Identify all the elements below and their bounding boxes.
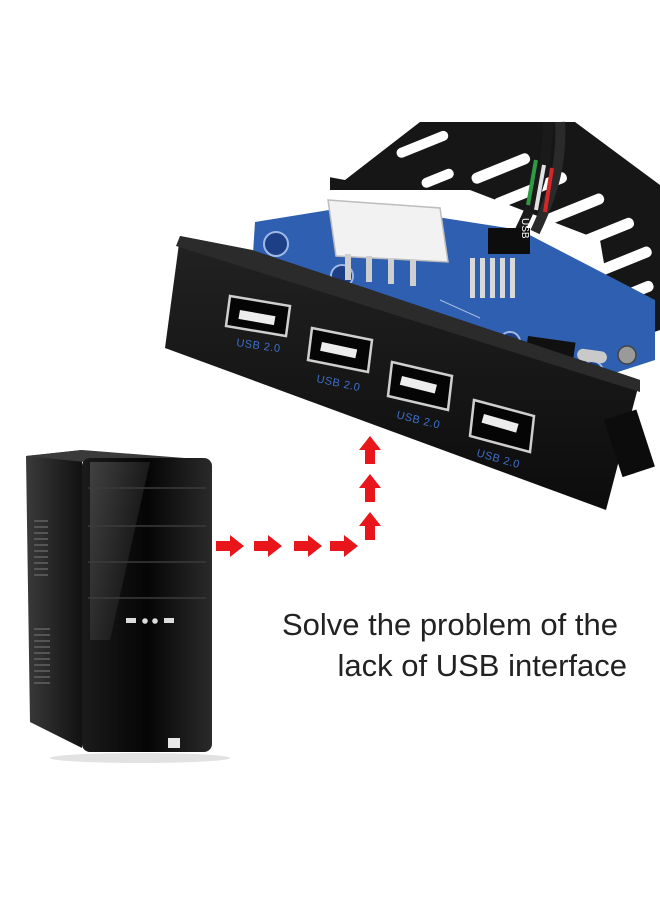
panel-side-bracket — [604, 409, 655, 478]
arrow-right-icon — [294, 535, 322, 557]
front-usb-icon — [164, 618, 174, 623]
case-sticker — [168, 738, 180, 748]
front-usb-icon — [126, 618, 136, 623]
screw — [617, 345, 637, 365]
header-label: USB — [519, 218, 530, 239]
reset-led-icon — [152, 618, 158, 624]
arrow-right-icon — [216, 535, 244, 557]
usb-port-icon — [306, 326, 374, 374]
power-led-icon — [142, 618, 148, 624]
side-vent — [34, 520, 48, 576]
molex-connector-icon — [327, 199, 449, 286]
usb-port-icon — [224, 294, 292, 338]
arrow-right-icon — [254, 535, 282, 557]
usb-front-panel: USB USB 2.0 USB 2.0 USB 2.0 USB 2.0 — [165, 121, 660, 510]
caption-line-2: lack of USB interface — [337, 648, 627, 683]
pin-header-icon — [470, 121, 566, 298]
tower-side — [26, 450, 82, 748]
arrow-up-icon — [359, 474, 381, 502]
drive-bays — [88, 487, 206, 599]
arrow-up-icon — [359, 512, 381, 540]
usb-port-icon — [468, 398, 536, 454]
capacitor — [263, 231, 289, 257]
tower-pc-icon — [26, 450, 230, 763]
arrow-right-icon — [330, 535, 358, 557]
panel-cage — [330, 122, 660, 345]
side-vent — [34, 628, 50, 684]
arrow-up-icon — [359, 436, 381, 464]
caption-line-1: Solve the problem of the — [281, 607, 618, 642]
crystal — [577, 348, 607, 364]
arrow-path — [216, 436, 381, 557]
usb-port-icon — [386, 360, 454, 412]
